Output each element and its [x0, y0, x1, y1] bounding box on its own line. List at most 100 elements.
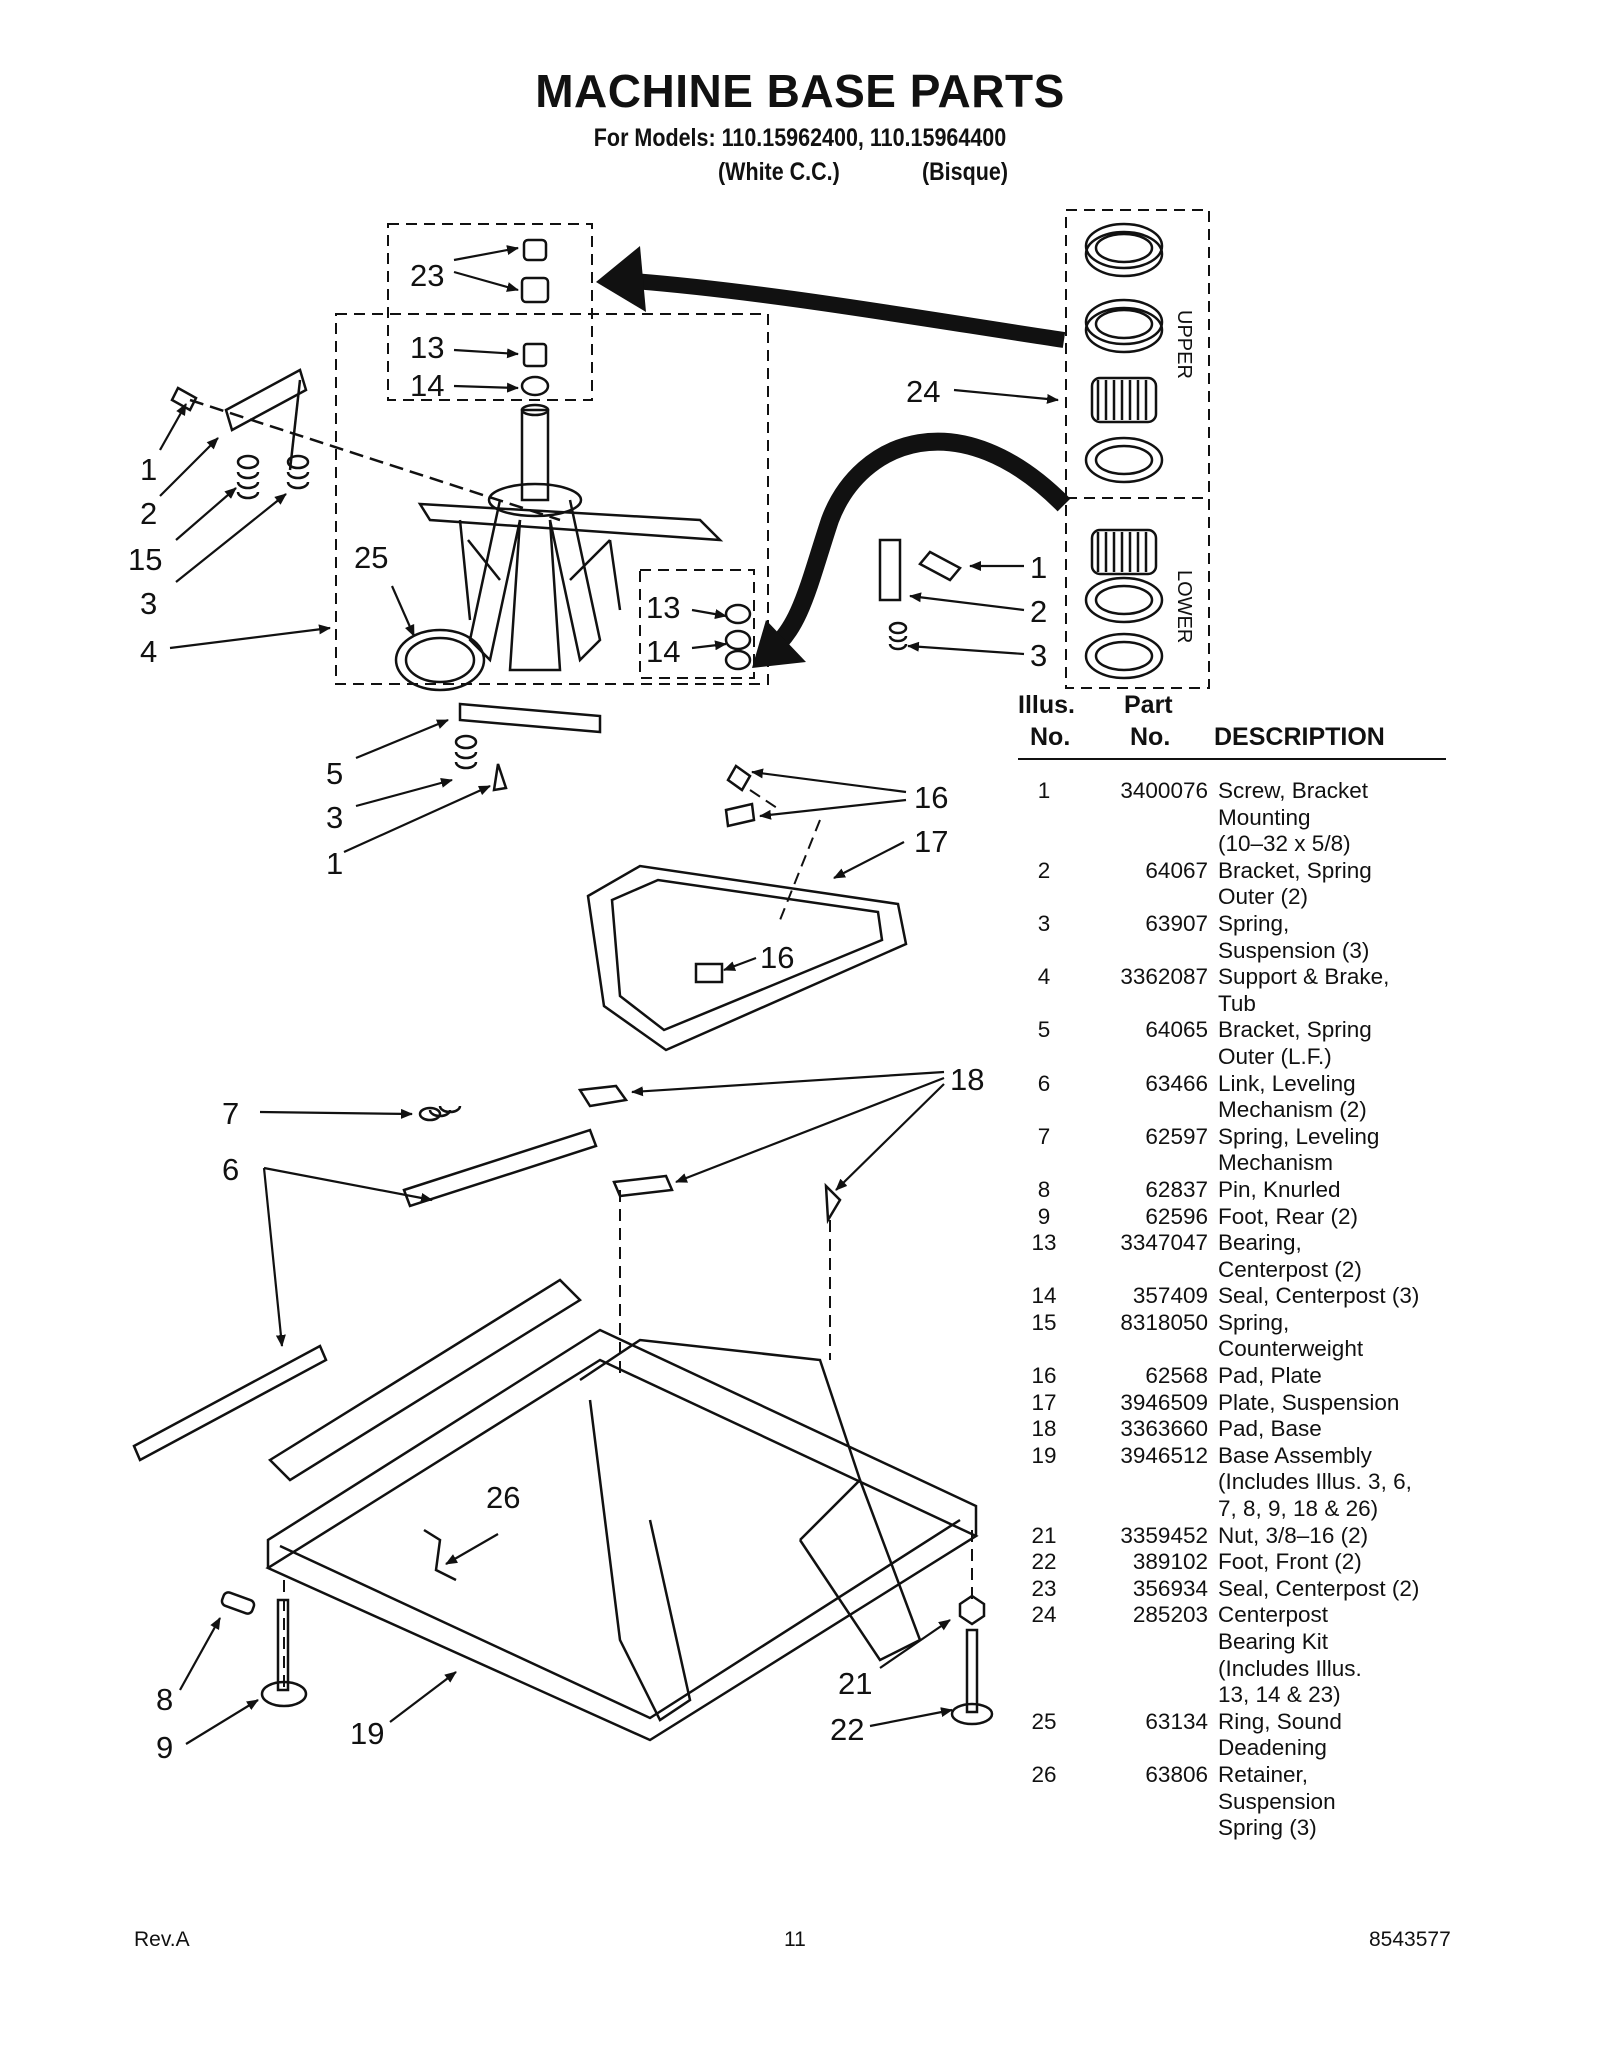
part-description: Base Assembly (Includes Illus. 3, 6, 7, … [1218, 1442, 1412, 1522]
illus-number: 17 [1031, 1389, 1057, 1415]
footer-doc-number: 8543577 [1369, 1928, 1451, 1951]
callout-24: 24 [906, 374, 940, 409]
base-assembly [132, 1084, 994, 1742]
callout-2-right: 2 [1030, 594, 1047, 629]
variant-bisque: (Bisque) [922, 158, 1008, 186]
callout-17: 17 [914, 824, 948, 859]
callout-21: 21 [838, 1666, 872, 1701]
illus-number: 22 [1031, 1549, 1057, 1575]
part-description: Bearing, Centerpost (2) [1218, 1230, 1362, 1282]
header-part-line2: No. [1130, 723, 1171, 751]
part-number: 285203 [1132, 1602, 1208, 1628]
illus-number: 7 [1037, 1123, 1051, 1149]
part-description: Nut, 3/8–16 (2) [1218, 1522, 1369, 1548]
header-description: DESCRIPTION [1214, 723, 1385, 751]
illus-number: 6 [1037, 1070, 1051, 1096]
illus-number: 3 [1037, 910, 1051, 936]
page-title: MACHINE BASE PARTS [535, 65, 1065, 117]
part-number: 62568 [1145, 1363, 1208, 1389]
illus-number: 15 [1031, 1309, 1057, 1335]
part-description: Retainer, Suspension Spring (3) [1218, 1761, 1336, 1841]
part-description: Spring, Suspension (3) [1218, 910, 1370, 963]
models-subtitle: For Models: 110.15962400, 110.15964400 [593, 124, 1007, 152]
callout-15: 15 [128, 542, 162, 577]
illus-number: 4 [1037, 964, 1051, 990]
illus-number: 13 [1031, 1230, 1057, 1256]
part-number: 62597 [1145, 1123, 1208, 1149]
part-description: Foot, Rear (2) [1218, 1203, 1359, 1229]
kit-arrows [596, 246, 1071, 668]
part-description: Spring, Leveling Mechanism [1218, 1123, 1380, 1176]
part-number: 356934 [1132, 1575, 1208, 1601]
callout-14: 14 [410, 368, 444, 403]
callout-1: 1 [140, 452, 157, 487]
part-number: 3946509 [1120, 1389, 1208, 1415]
header-illus-line2: No. [1030, 723, 1071, 751]
illus-number: 25 [1031, 1708, 1057, 1734]
part-number: 3362087 [1120, 964, 1208, 990]
part-number: 62596 [1145, 1203, 1208, 1229]
part-description: Link, Leveling Mechanism (2) [1218, 1070, 1367, 1123]
callout-13-lower: 13 [646, 590, 680, 625]
part-description: Seal, Centerpost (3) [1218, 1283, 1420, 1309]
parts-table-header: Illus. No. Part No. DESCRIPTION [1018, 690, 1446, 760]
bearing-kit-box [1065, 209, 1210, 689]
illus-number: 1 [1037, 778, 1051, 803]
illus-number: 21 [1031, 1522, 1057, 1548]
part-description: Centerpost Bearing Kit (Includes Illus. … [1218, 1602, 1362, 1708]
illus-number: 8 [1037, 1176, 1051, 1202]
part-description: Spring, Counterweight [1218, 1309, 1364, 1362]
part-number: 63134 [1145, 1708, 1208, 1734]
illus-number: 16 [1031, 1363, 1057, 1389]
centerpost-parts [520, 238, 550, 502]
part-number: 3359452 [1120, 1522, 1208, 1548]
callout-1-right: 1 [1030, 550, 1047, 585]
variant-white: (White C.C.) [718, 158, 840, 186]
callout-25: 25 [354, 540, 388, 575]
part-number: 64067 [1145, 857, 1208, 883]
illus-number: 19 [1031, 1442, 1057, 1468]
table-row: 15 8318050 Spring, Counterweight [1018, 1310, 1446, 1363]
bearing-detail-box [387, 223, 593, 401]
illus-number: 2 [1037, 857, 1051, 883]
part-description: Pad, Plate [1218, 1363, 1322, 1389]
callout-3-right: 3 [1030, 638, 1047, 673]
table-row: 7 62597 Spring, Leveling Mechanism [1018, 1124, 1446, 1177]
illus-number: 26 [1031, 1761, 1057, 1787]
table-row: 16 62568 Pad, Plate [1018, 1363, 1446, 1390]
footer-page-number: 11 [784, 1928, 806, 1951]
tub-support [394, 482, 724, 692]
callout-16-plate: 16 [760, 940, 794, 975]
illus-number: 14 [1031, 1283, 1057, 1309]
callout-9: 9 [156, 1730, 173, 1765]
header-illus-line1: Illus. [1018, 691, 1075, 719]
part-description: Pad, Base [1218, 1416, 1322, 1442]
part-number: 8318050 [1120, 1309, 1208, 1335]
leader-arrows [159, 245, 1059, 1745]
header-part-line1: Part [1124, 691, 1173, 719]
illus-number: 18 [1031, 1416, 1057, 1442]
bearing-kit-items [1084, 222, 1164, 680]
callout-14-lower: 14 [646, 634, 680, 669]
callout-26: 26 [486, 1480, 520, 1515]
part-number: 389102 [1132, 1549, 1208, 1575]
kit-label-upper: UPPER [1173, 310, 1195, 379]
callout-6: 6 [222, 1152, 239, 1187]
tub-support-box [335, 313, 769, 685]
callout-2: 2 [140, 496, 157, 531]
